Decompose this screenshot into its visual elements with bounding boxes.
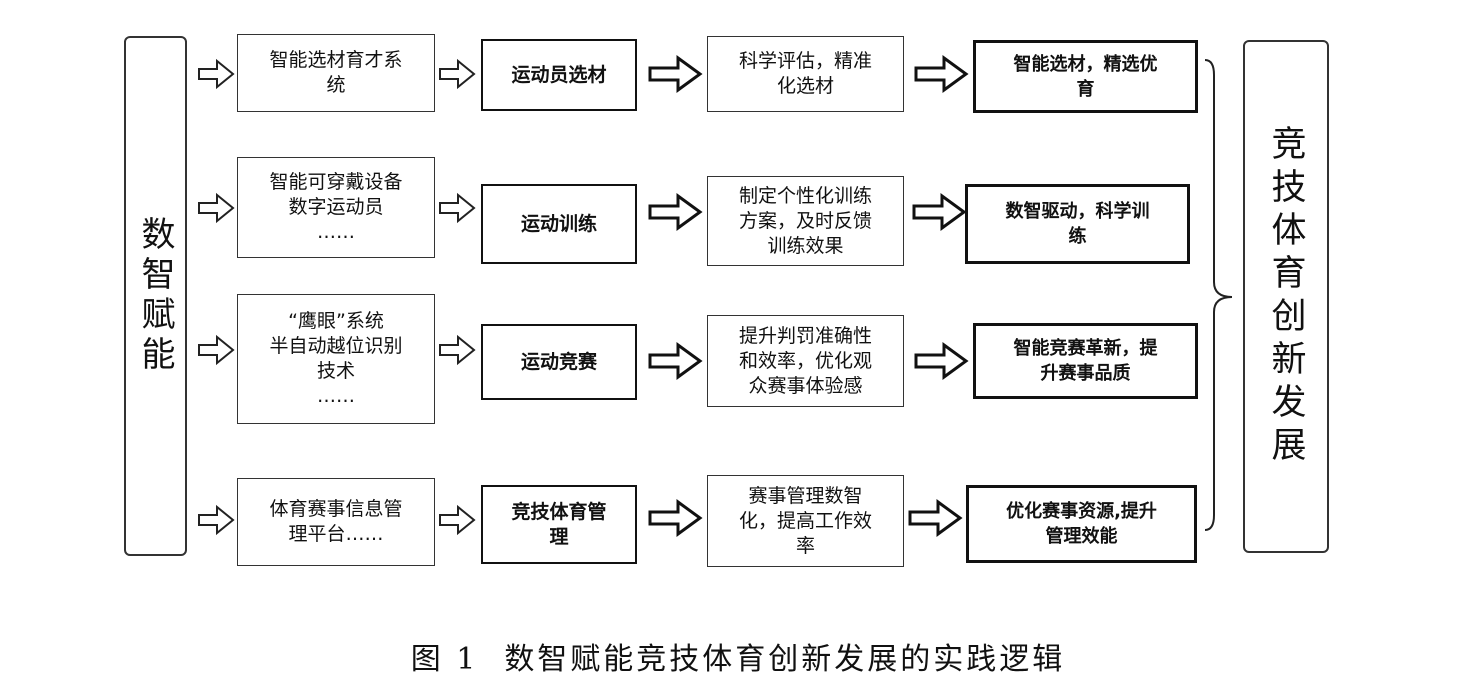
outcome-1-line: 育 [1076, 78, 1095, 100]
effect-box-1: 科学评估，精准 化选材 [707, 36, 904, 112]
arrow-icon [914, 56, 968, 92]
arrow-icon [648, 343, 702, 379]
outcome-3-line: 升赛事品质 [1040, 363, 1131, 384]
tech-box-3: “鹰眼”系统 半自动越位识别 技术 …… [237, 294, 435, 424]
tech-box-2: 智能可穿戴设备 数字运动员 …… [237, 157, 435, 258]
effect-1-line: 科学评估，精准 [738, 50, 872, 72]
effect-2-line: 训练效果 [767, 234, 844, 257]
figure-number: 图 1 [410, 642, 479, 677]
figure-title: 数智赋能竞技体育创新发展的实践逻辑 [504, 642, 1066, 677]
domain-4-line: 理 [549, 525, 569, 548]
effect-2-line: 方案，及时反馈 [738, 209, 872, 232]
effect-3-line: 提升判罚准确性 [738, 324, 872, 347]
outcome-2-line: 练 [1068, 226, 1087, 247]
outcome-box-2: 数智驱动，科学训 练 [965, 184, 1190, 264]
outcome-box-3: 智能竞赛革新，提 升赛事品质 [973, 323, 1198, 399]
arrow-icon [198, 194, 234, 222]
effect-4-line: 率 [795, 534, 815, 557]
effect-2-line: 制定个性化训练 [738, 184, 872, 207]
outcome-4-line: 管理效能 [1045, 526, 1118, 547]
figure-caption: 图 1 数智赋能竞技体育创新发展的实践逻辑 [0, 634, 1476, 678]
tech-4-line: 体育赛事信息管 [269, 498, 403, 520]
left-label: 数智赋能 [135, 216, 175, 376]
tech-2-line: …… [317, 221, 355, 243]
tech-3-line: 技术 [316, 360, 355, 382]
domain-2-line: 运动训练 [520, 212, 597, 235]
effect-box-3: 提升判罚准确性 和效率，优化观 众赛事体验感 [707, 315, 904, 407]
domain-3-line: 运动竞赛 [520, 350, 597, 373]
tech-3-line: 半自动越位识别 [269, 335, 403, 357]
effect-3-line: 和效率，优化观 [738, 349, 872, 372]
domain-box-4: 竞技体育管 理 [481, 485, 637, 564]
tech-box-1: 智能选材育才系 统 [237, 34, 435, 112]
tech-1-line: 智能选材育才系 [269, 49, 403, 71]
domain-1-line: 运动员选材 [511, 63, 607, 86]
arrow-icon [198, 60, 234, 88]
outcome-box-4: 优化赛事资源,提升 管理效能 [966, 485, 1197, 563]
domain-4-line: 竞技体育管 [511, 500, 607, 523]
arrow-icon [198, 336, 234, 364]
outcome-box-1: 智能选材，精选优 育 [973, 40, 1198, 113]
arrow-icon [914, 343, 968, 379]
arrow-icon [648, 194, 702, 230]
domain-box-3: 运动竞赛 [481, 324, 637, 400]
effect-3-line: 众赛事体验感 [748, 374, 863, 397]
arrow-icon [439, 60, 475, 88]
tech-box-4: 体育赛事信息管 理平台…… [237, 478, 435, 566]
brace-icon [1204, 59, 1233, 531]
outcome-1-line: 智能选材，精选优 [1013, 53, 1158, 75]
tech-2-line: 智能可穿戴设备 [269, 171, 403, 193]
effect-1-line: 化选材 [776, 75, 834, 97]
domain-box-2: 运动训练 [481, 184, 637, 264]
left-label-box: 数智赋能 [124, 36, 187, 556]
outcome-3-line: 智能竞赛革新，提 [1013, 338, 1158, 359]
arrow-icon [439, 506, 475, 534]
right-label-box: 竞技体育创新发展 [1243, 40, 1329, 553]
arrow-icon [439, 336, 475, 364]
arrow-icon [439, 194, 475, 222]
effect-box-2: 制定个性化训练 方案，及时反馈 训练效果 [707, 176, 904, 266]
outcome-2-line: 数智驱动，科学训 [1005, 201, 1150, 222]
tech-4-line: 理平台…… [288, 523, 384, 545]
outcome-4-line: 优化赛事资源,提升 [1006, 501, 1157, 522]
arrow-icon [198, 506, 234, 534]
effect-4-line: 化，提高工作效 [738, 509, 872, 532]
domain-box-1: 运动员选材 [481, 39, 637, 111]
effect-box-4: 赛事管理数智 化，提高工作效 率 [707, 475, 904, 567]
effect-4-line: 赛事管理数智 [748, 484, 863, 507]
arrow-icon [912, 194, 966, 230]
tech-3-line: …… [317, 385, 355, 407]
arrow-icon [648, 56, 702, 92]
tech-3-line: “鹰眼”系统 [288, 310, 384, 332]
tech-2-line: 数字运动员 [288, 196, 384, 218]
right-label: 竞技体育创新发展 [1265, 124, 1306, 469]
arrow-icon [908, 500, 962, 536]
arrow-icon [648, 500, 702, 536]
tech-1-line: 统 [326, 74, 346, 96]
